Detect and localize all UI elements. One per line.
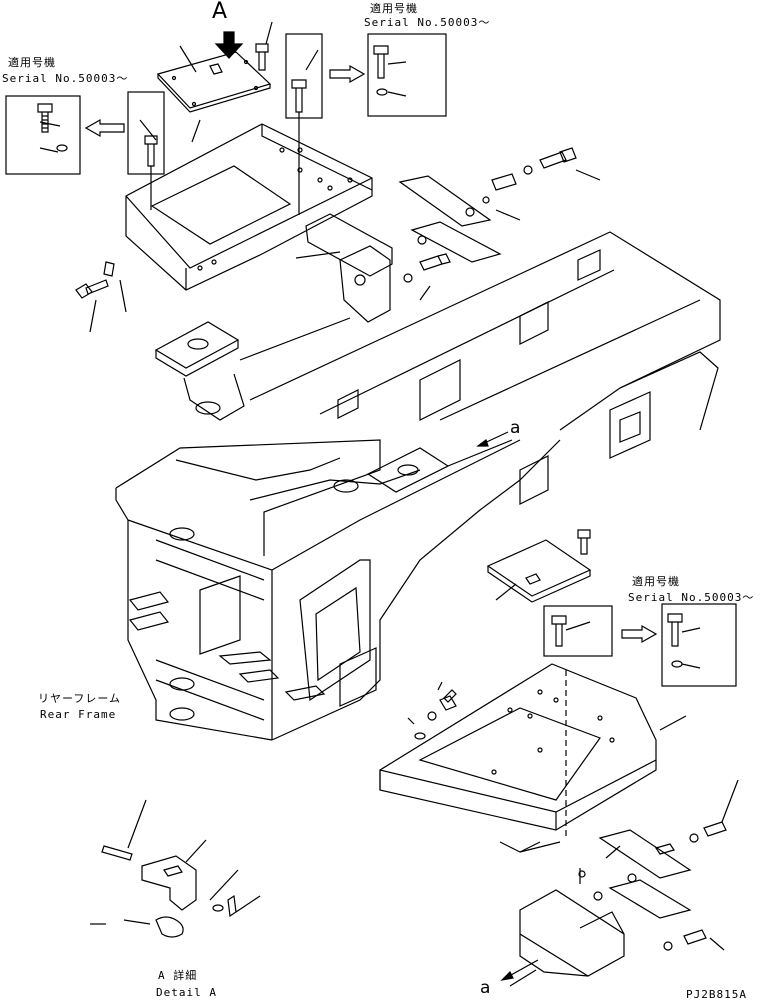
detail-a-parts <box>90 799 261 938</box>
connector-arrow-lower <box>500 959 539 981</box>
serial-box-left-inner <box>127 91 165 210</box>
serial-box-bottom-inner <box>543 605 613 657</box>
washer-icon <box>56 144 68 152</box>
serial-box-left <box>5 95 81 175</box>
detail-a-label-en: Detail A <box>156 986 217 999</box>
drawing-code: PJ2B815A <box>686 988 747 1001</box>
connector-arrow-upper <box>476 431 509 447</box>
rear-frame-label-en: Rear Frame <box>40 708 117 721</box>
fasteners-upper-right <box>398 147 601 301</box>
floor-plate-upper <box>125 119 373 291</box>
serial-note-left-jp: 適用号機 <box>8 56 56 69</box>
serial-box-bottom <box>661 603 737 687</box>
serial-note-top-jp: 適用号機 <box>370 2 418 15</box>
view-arrow-a <box>214 31 244 59</box>
arrow-right-outline <box>329 64 366 84</box>
serial-note-bottom-en: Serial No.50003～ <box>628 591 755 604</box>
arrow-left-outline <box>84 118 125 138</box>
serial-box-top <box>367 33 447 117</box>
detail-a-label-jp: A 詳細 <box>158 969 198 982</box>
serial-box-top-inner <box>285 33 323 215</box>
bolt-left-side <box>75 261 127 333</box>
rear-frame-label-jp: リヤーフレーム <box>38 692 122 705</box>
floor-plate-lower <box>379 663 687 853</box>
bracket-upper <box>295 213 393 323</box>
plate-left-middle <box>154 317 351 421</box>
top-cover-plate <box>156 45 272 113</box>
bolt-icon <box>37 103 53 133</box>
connector-label-upper: a <box>510 418 521 438</box>
bolt-top <box>255 21 273 71</box>
view-label-a: A <box>212 0 228 24</box>
serial-note-left-en: Serial No.50003～ <box>2 72 129 85</box>
serial-note-top-en: Serial No.50003～ <box>364 16 491 29</box>
fasteners-lower-left <box>407 681 457 740</box>
arrow-right-outline-bottom <box>621 624 658 644</box>
connector-label-lower: a <box>480 978 491 998</box>
serial-note-bottom-jp: 適用号機 <box>632 575 680 588</box>
bracket-lower <box>509 779 739 987</box>
plate-lower-middle <box>486 529 592 603</box>
rear-frame <box>115 231 721 741</box>
